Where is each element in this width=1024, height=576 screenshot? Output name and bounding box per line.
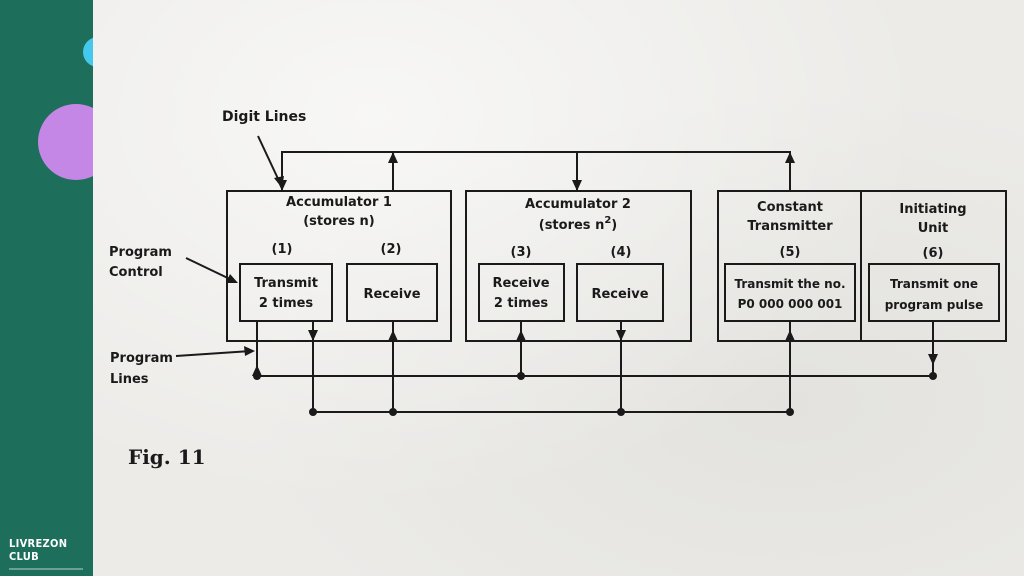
constant-transmitter-title-line2: Transmitter — [747, 219, 833, 234]
arrowhead — [572, 180, 582, 191]
program-3-number: (3) — [511, 245, 532, 260]
junction-dot — [389, 408, 397, 416]
program-lines-label-line2: Lines — [110, 372, 149, 387]
program-5-label-line2: P0 000 000 001 — [738, 297, 843, 311]
program-lines-pointer — [175, 350, 252, 357]
program-6-label-line1: Transmit one — [890, 277, 978, 291]
program-6-box — [868, 263, 1000, 322]
arrowhead — [308, 330, 318, 341]
junction-dot — [517, 372, 525, 380]
program-lines — [256, 321, 934, 413]
arrowhead — [226, 274, 238, 283]
program-6-label-line2: program pulse — [885, 298, 984, 312]
accumulator-2-subtitle-main: (stores n — [539, 218, 605, 233]
program-1-label-line1: Transmit — [254, 276, 318, 291]
program-3-label-line1: Receive — [492, 276, 549, 291]
program-1-label-line2: 2 times — [259, 296, 314, 311]
program-5-box — [724, 263, 856, 322]
junction-dot — [253, 372, 261, 380]
junction-dot — [617, 408, 625, 416]
digit-lines-label: Digit Lines — [222, 109, 306, 125]
program-4-number: (4) — [611, 245, 632, 260]
program-6-number: (6) — [923, 246, 944, 261]
initiating-unit-title-line1: Initiating — [899, 202, 966, 217]
arrowhead — [516, 330, 526, 341]
program-2-number: (2) — [381, 242, 402, 257]
accumulator-2-subtitle-close: ) — [611, 218, 617, 233]
program-1-box — [239, 263, 333, 322]
decorative-purple-dot — [38, 104, 93, 180]
accumulator-2-subtitle: (stores n2) — [539, 215, 618, 233]
accumulator-2-title: Accumulator 2 — [525, 197, 631, 212]
program-3-box — [478, 263, 565, 322]
junction-dot — [309, 408, 317, 416]
decorative-blue-dot — [83, 37, 93, 67]
program-5-label-line1: Transmit the no. — [734, 277, 845, 291]
program-5-number: (5) — [780, 245, 801, 260]
brand-underline — [9, 568, 83, 570]
arrowhead — [928, 354, 938, 365]
arrowhead — [785, 330, 795, 341]
initiating-unit-title-line2: Unit — [918, 221, 948, 236]
arrowhead — [388, 152, 398, 163]
program-2-label: Receive — [363, 287, 420, 302]
accumulator-1-box — [226, 190, 452, 342]
program-control-pointer — [185, 257, 235, 282]
program-lines-label-line1: Program — [110, 351, 173, 366]
junction-dot — [786, 408, 794, 416]
digit-lines-pointer — [257, 135, 281, 184]
arrowhead — [616, 330, 626, 341]
accumulator-2-subtitle-superscript: 2 — [604, 215, 611, 226]
program-3-label-line2: 2 times — [494, 296, 549, 311]
sidebar: LIVREZON CLUB — [0, 0, 93, 576]
brand-logo-text: LIVREZON CLUB — [9, 537, 68, 563]
program-control-label-line1: Program — [109, 245, 172, 260]
arrowhead — [274, 176, 284, 188]
accumulator-1-subtitle: (stores n) — [303, 214, 375, 229]
digit-lines-bus — [281, 151, 791, 191]
arrowhead — [244, 346, 255, 356]
accumulator-2-box — [465, 190, 692, 342]
constant-transmitter-title-line1: Constant — [757, 200, 823, 215]
program-control-label-line2: Control — [109, 265, 163, 280]
program-4-label: Receive — [591, 287, 648, 302]
accumulator-1-title: Accumulator 1 — [286, 195, 392, 210]
arrowhead — [785, 152, 795, 163]
arrowhead — [388, 330, 398, 341]
figure-caption: Fig. 11 — [128, 445, 206, 469]
junction-dot — [929, 372, 937, 380]
program-1-number: (1) — [272, 242, 293, 257]
